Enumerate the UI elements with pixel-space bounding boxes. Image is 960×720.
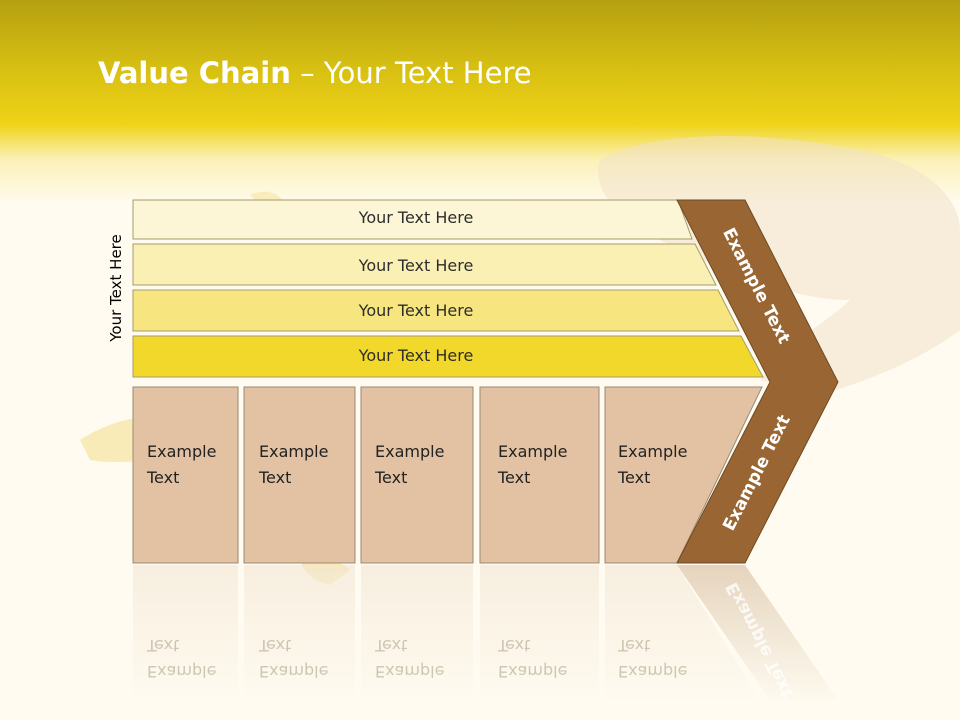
bar-label-1: Your Text Here — [358, 208, 474, 227]
bar-4 — [132, 335, 764, 378]
bar-label-2: Your Text Here — [358, 256, 474, 275]
bar-3 — [132, 289, 740, 332]
box-3 — [360, 386, 474, 564]
chevron-arrow — [676, 199, 839, 564]
box-4 — [479, 386, 600, 564]
page-title: Value Chain – Your Text Here — [98, 56, 532, 90]
bar-2 — [132, 243, 717, 286]
box-2 — [243, 386, 356, 564]
bar-1 — [132, 199, 693, 240]
bar-label-3: Your Text Here — [358, 301, 474, 320]
bar-label-4: Your Text Here — [358, 346, 474, 365]
box-1 — [132, 386, 239, 564]
